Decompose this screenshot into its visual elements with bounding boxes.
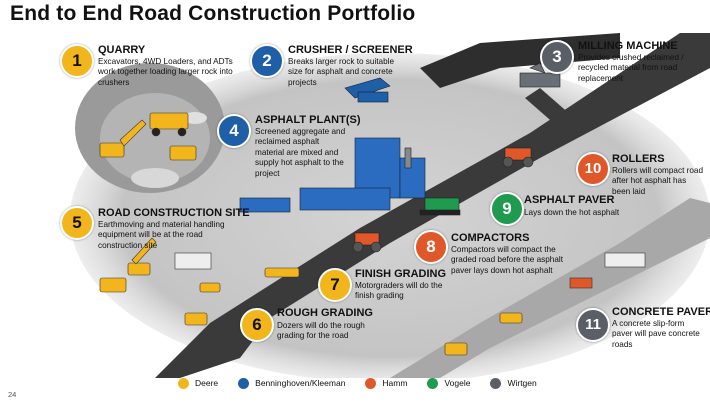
step-number-badge: 2 [250,44,284,78]
step-number-badge: 7 [318,268,352,302]
step-title: MILLING MACHINE [578,40,678,52]
step-number-badge: 9 [490,192,524,226]
step-title: FINISH GRADING [355,268,447,280]
step-number-badge: 4 [217,114,251,148]
rock-pile [131,168,179,188]
step-title: ROAD CONSTRUCTION SITE [98,207,250,219]
legend-label: Wirtgen [507,378,537,388]
legend-item-hamm: Hamm [365,377,408,389]
step-number-badge: 1 [60,44,94,78]
step-title: CONCRETE PAVER [612,306,710,318]
step-description: Rollers will compact road after hot asph… [612,166,704,196]
compactor-machine [352,232,382,253]
step-title: ASPHALT PAVER [524,194,615,206]
legend-item-benninghoven: Benninghoven/Kleeman [238,377,346,389]
step-number-badge: 5 [60,206,94,240]
step-description: Compactors will compact the graded road … [451,245,563,275]
page-title: End to End Road Construction Portfolio [10,2,416,25]
legend-label: Hamm [382,378,408,388]
step-title: QUARRY [98,44,146,56]
step-title: COMPACTORS [451,232,530,244]
legend-item-deere: Deere [178,377,219,389]
legend-label: Benninghoven/Kleeman [255,378,346,388]
legend-label: Deere [195,378,219,388]
motorgrader [199,267,300,293]
step-description: Lays down the hot asphalt [524,208,620,217]
asphalt-plant [239,137,426,213]
step-number-badge: 3 [540,40,574,74]
legend-dot [427,377,439,389]
quarry-equipment [99,112,197,161]
legend-label: Vogele [444,378,471,388]
graded-road [390,198,710,378]
dozer [184,312,523,356]
crusher-machine [344,77,391,103]
road-curve [525,88,580,133]
step-description: Provides crushed reclaimed / recycled ma… [578,53,684,83]
step-description: A concrete slip-form paver will pave con… [612,319,700,349]
rock-pile [183,112,207,124]
milling-machine [519,62,561,88]
page-number: 24 [8,390,17,399]
step-title: ROUGH GRADING [277,307,373,319]
site-equipment [99,237,212,293]
step-number-badge: 10 [576,152,610,186]
legend-dot [178,377,189,389]
step-description: Breaks larger rock to suitable size for … [288,57,395,87]
legend-dot [490,377,502,389]
legend-item-wirtgen: Wirtgen [490,377,537,389]
step-title: ROLLERS [612,153,665,165]
legend-item-vogele: Vogele [427,377,471,389]
brand-legend: Deere Benninghoven/Kleeman Hamm Vogele W… [178,376,557,390]
legend-dot [238,377,250,389]
legend-dot [365,377,377,389]
concrete-paver [569,252,646,289]
roller-machine [502,147,534,168]
step-number-badge: 11 [576,308,610,342]
step-description: Motorgraders will do the finish grading [355,281,443,301]
step-number-badge: 6 [240,308,274,342]
step-description: Excavators, 4WD Loaders, and ADTs work t… [98,57,233,87]
step-description: Dozers will do the rough grading for the… [277,321,365,341]
step-description: Screened aggregate and reclaimed asphalt… [255,127,346,178]
step-number-badge: 8 [414,230,448,264]
step-title: ASPHALT PLANT(S) [255,114,361,126]
paver-machine [419,197,461,216]
step-title: CRUSHER / SCREENER [288,44,413,56]
step-description: Earthmoving and material handling equipm… [98,220,225,250]
